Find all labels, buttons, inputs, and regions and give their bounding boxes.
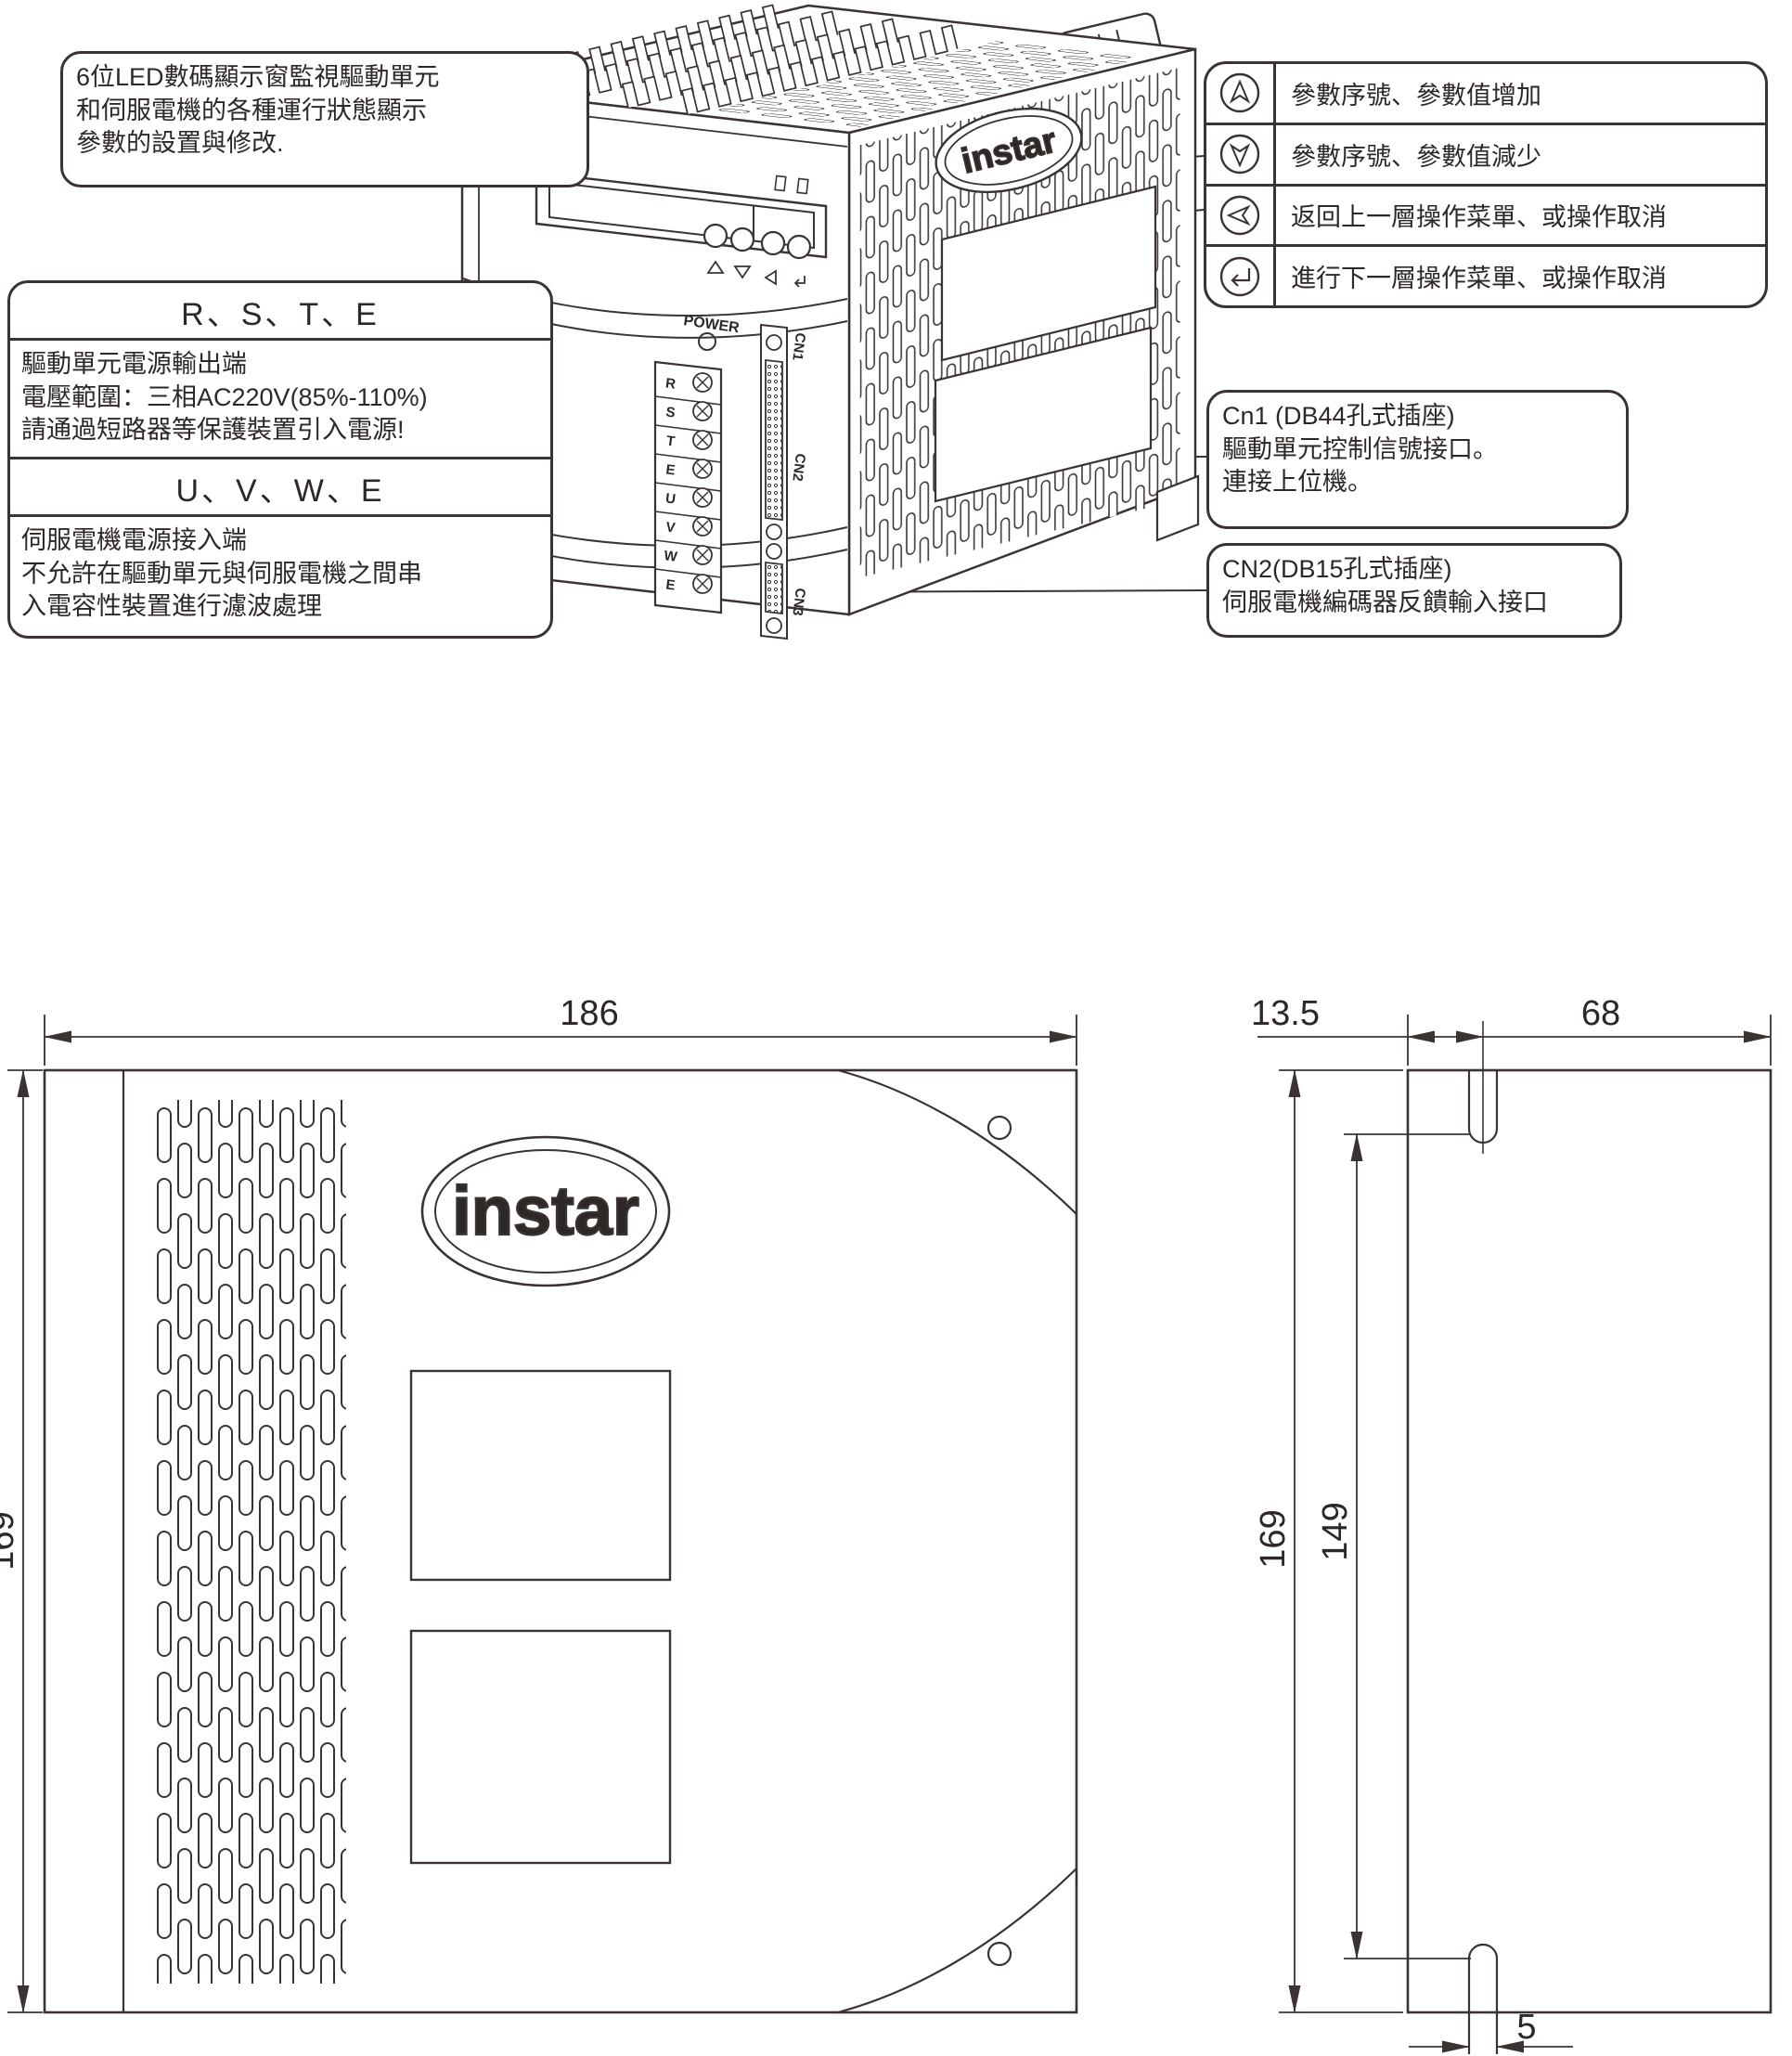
screw-hole-bottom — [986, 1941, 1012, 1967]
front-panel-lower-rect — [409, 1629, 672, 1865]
terminal-block: R S T E U V W E — [653, 360, 723, 614]
side-panel-lower — [934, 326, 1153, 503]
arrow-left-button-icon[interactable] — [1206, 186, 1276, 245]
top-vents — [708, 40, 1149, 128]
table-row-left-label: 返回上一層操作菜單、或操作取消 — [1291, 203, 1667, 232]
terminal-letters: R S T E U V W E — [663, 375, 678, 593]
arrow-down-button-icon[interactable] — [1206, 124, 1276, 184]
connector-strip: CN1 CN2 CN3 — [760, 323, 808, 640]
terminal-t: T — [665, 433, 676, 450]
up-button[interactable] — [703, 223, 728, 249]
cn2-connector[interactable] — [765, 561, 783, 615]
rste-title: R、S、T、E — [10, 283, 550, 341]
bottom-mounting-slot — [1467, 1943, 1499, 2054]
button-legend-table: 參數序號、參數值增加 參數序號、參數值減少 返回上一層操作菜單、或操作取消 進行… — [1204, 61, 1768, 308]
terminal-r: R — [664, 375, 677, 392]
up-symbol-icon — [706, 260, 725, 274]
callout-power-terminals: R、S、T、E 驅動單元電源輸出端 電壓範圍：三相AC220V(85%-110%… — [7, 280, 553, 639]
front-view-drawing: instar 186 169 — [0, 994, 1078, 2014]
enter-button-icon[interactable] — [1206, 247, 1276, 305]
drive-unit-isometric: instar — [460, 4, 1200, 640]
enter-symbol-icon — [793, 276, 806, 288]
side-view-dimensions — [1257, 1015, 1772, 2053]
callout-cn1: Cn1 (DB44孔式插座) 驅動單元控制信號接口。 連接上位機。 — [1206, 390, 1629, 529]
terminal-e1: E — [665, 461, 677, 478]
down-symbol-icon — [733, 265, 752, 279]
cn1-label: CN1 — [789, 332, 808, 362]
left-button[interactable] — [760, 230, 786, 256]
arrow-up-button-icon[interactable] — [1206, 64, 1276, 123]
power-led — [698, 332, 716, 351]
rste-line1: 驅動單元電源輸出端 — [21, 350, 247, 378]
table-row-enter-label: 進行下一層操作菜單、或操作取消 — [1291, 265, 1667, 293]
callout-cn2: CN2(DB15孔式插座) 伺服電機編碼器反饋輸入接口 — [1206, 543, 1622, 638]
cn3-label: CN3 — [789, 588, 808, 617]
table-row-up: 參數序號、參數值增加 — [1206, 64, 1765, 125]
table-row-down: 參數序號、參數值減少 — [1206, 124, 1765, 187]
dim-5: 5 — [1516, 2008, 1536, 2047]
button-symbols — [706, 260, 806, 288]
front-panel-upper-rect — [409, 1369, 672, 1582]
enter-button[interactable] — [786, 234, 812, 260]
front-vents — [156, 1100, 346, 1984]
uvwe-line2: 不允許在驅動單元與伺服電機之間串 — [21, 559, 422, 588]
rste-line2: 電壓範圍：三相AC220V(85%-110%) — [21, 382, 428, 411]
down-button[interactable] — [729, 226, 755, 252]
table-row-up-label: 參數序號、參數值增加 — [1291, 81, 1541, 110]
cn2-label: CN2 — [789, 453, 808, 483]
cn2-line2: 伺服電機編碼器反饋輸入接口 — [1222, 588, 1548, 616]
rste-line3: 請通過短路器等保護裝置引入電源! — [21, 416, 405, 445]
dim-68: 68 — [1581, 994, 1620, 1033]
callout-led-line3: 參數的設置與修改. — [76, 129, 284, 158]
table-row-left: 返回上一層操作菜單、或操作取消 — [1206, 186, 1765, 248]
table-row-enter: 進行下一層操作菜單、或操作取消 — [1206, 247, 1765, 305]
terminal-s: S — [665, 404, 677, 420]
cn2-line1: CN2(DB15孔式插座) — [1222, 555, 1452, 583]
cn1-line2: 驅動單元控制信號接口。 — [1222, 434, 1498, 463]
cn1-connector[interactable] — [765, 358, 783, 522]
callout-led-line2: 和伺服電機的各種運行狀態顯示 — [76, 96, 427, 124]
terminal-u: U — [664, 490, 677, 507]
cn1-line3: 連接上位機。 — [1222, 468, 1373, 497]
side-view-drawing: 13.5 68 169 149 5 — [1251, 994, 1773, 2054]
terminal-v: V — [665, 519, 677, 536]
uvwe-title: U、V、W、E — [10, 459, 550, 517]
left-symbol-icon — [764, 269, 777, 286]
uvwe-line1: 伺服電機電源接入端 — [21, 525, 247, 554]
terminal-w: W — [663, 548, 678, 565]
brand-logo-side: instar — [935, 107, 1083, 194]
panel-buttons — [703, 223, 812, 260]
dim-169-front: 169 — [0, 1511, 21, 1570]
front-view-dimensions — [7, 1015, 1077, 2013]
screw-hole-top — [986, 1115, 1012, 1141]
table-row-down-label: 參數序號、參數值減少 — [1291, 142, 1541, 171]
heatsink-fins — [501, 4, 959, 115]
dim-169-side: 169 — [1254, 1509, 1293, 1568]
callout-led-display: 6位LED數碼顯示窗監視驅動單元 和伺服電機的各種運行狀態顯示 參數的設置與修改… — [60, 51, 589, 187]
callout-led-line1: 6位LED數碼顯示窗監視驅動單元 — [76, 63, 440, 91]
cn1-line1: Cn1 (DB44孔式插座) — [1222, 402, 1455, 430]
side-panel-upper — [940, 185, 1157, 362]
terminal-e2: E — [665, 576, 677, 593]
uvwe-line3: 入電容性裝置進行濾波處理 — [21, 592, 322, 621]
brand-logo-front: instar — [420, 1135, 671, 1287]
dim-186: 186 — [560, 994, 618, 1033]
mounting-tab-bottom — [1155, 474, 1200, 542]
brand-logo-front-text: instar — [452, 1172, 639, 1249]
dim-13-5: 13.5 — [1251, 994, 1320, 1033]
dim-149: 149 — [1316, 1502, 1355, 1560]
